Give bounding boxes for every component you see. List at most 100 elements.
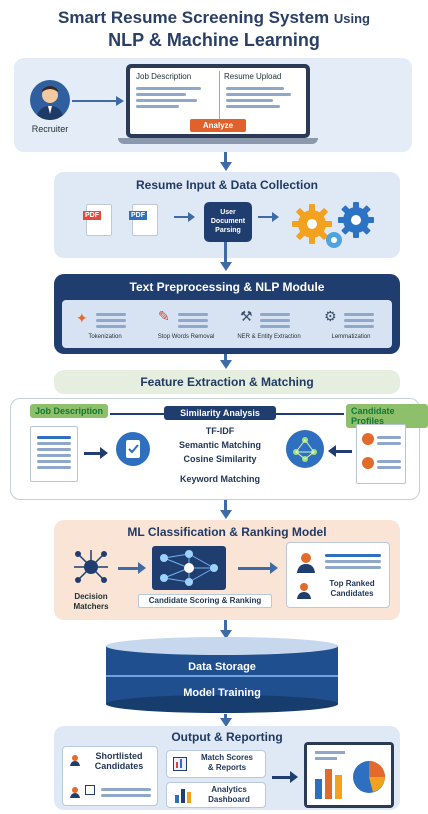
scoring-label-box: Candidate Scoring & Ranking xyxy=(138,594,272,608)
arrow-right-head-5 xyxy=(270,562,278,574)
users-icon: ⚙ xyxy=(324,308,337,324)
diagram-subtitle: NLP & Machine Learning xyxy=(108,30,320,50)
shortlisted-line1: Shortlisted xyxy=(95,751,143,761)
shortlisted-line2: Candidates xyxy=(94,761,144,771)
arrow-right-head-4 xyxy=(138,562,146,574)
decision-line1: Decision xyxy=(74,592,108,601)
arrow-right-icon xyxy=(174,216,190,218)
tab-job-description[interactable]: Job Description xyxy=(136,72,192,81)
resume-input-header: Resume Input & Data Collection xyxy=(135,178,319,192)
laptop-base xyxy=(118,138,318,144)
model-training-label: Model Training xyxy=(183,687,261,699)
network-icon xyxy=(286,430,324,468)
analytics-label: Analytics Dashboard xyxy=(193,785,265,805)
pdf-file-icon-2: PDF xyxy=(129,204,158,236)
neural-network-box xyxy=(152,546,226,590)
arrow-right-head xyxy=(188,212,195,222)
diagram-title: Smart Resume Screening System Using xyxy=(0,8,428,28)
match-scores-label: Match Scores & Reports xyxy=(189,753,265,773)
arrow-right-icon-2 xyxy=(258,216,274,218)
analyze-button[interactable]: Analyze xyxy=(190,119,246,132)
analytics-line1: Analytics xyxy=(211,785,247,794)
person-icon-3 xyxy=(69,753,81,766)
flow-arrow-down-icon-5 xyxy=(219,630,232,639)
method-semantic: Semantic Matching xyxy=(178,440,261,450)
top-ranked-label: Top Ranked Candidates xyxy=(317,579,387,599)
recruiter-avatar-icon xyxy=(30,80,70,120)
tab-divider xyxy=(219,71,220,121)
output-header: Output & Reporting xyxy=(171,730,283,744)
parsing-line3: Parsing xyxy=(215,227,241,234)
job-document-icon xyxy=(30,426,78,482)
match-line2: & Reports xyxy=(207,763,247,772)
nlp-step-label: Tokenization xyxy=(88,334,122,340)
flow-line-2 xyxy=(224,242,227,264)
decision-matchers-label: Decision Matchers xyxy=(58,592,124,612)
arrow-left-head xyxy=(328,445,336,457)
job-text-lines xyxy=(136,84,208,111)
top-ranked-card: Top Ranked Candidates xyxy=(286,542,390,608)
person-icon-4 xyxy=(69,785,81,798)
checkbox-icon xyxy=(85,785,95,795)
tab-resume-upload[interactable]: Resume Upload xyxy=(224,72,282,81)
nlp-header: Text Preprocessing & NLP Module xyxy=(129,280,325,294)
pdf-badge: PDF xyxy=(83,211,101,220)
title-using: Using xyxy=(333,11,371,26)
top-line1: Top Ranked xyxy=(329,579,375,588)
arrow-right-head-6 xyxy=(290,771,298,783)
arrow-left-icon xyxy=(336,450,352,453)
flow-line-6 xyxy=(224,714,227,720)
method-cosine: Cosine Similarity xyxy=(183,454,257,464)
person-icon xyxy=(295,551,317,573)
flow-arrow-down-icon xyxy=(219,162,232,171)
similarity-line-right xyxy=(276,413,344,415)
pdf-badge-2: PDF xyxy=(129,211,147,220)
flow-arrow-down-icon-6 xyxy=(219,718,232,727)
match-line1: Match Scores xyxy=(200,753,254,762)
shortlisted-label: Shortlisted Candidates xyxy=(83,751,155,771)
arrow-right-head-2 xyxy=(272,212,279,222)
flow-line xyxy=(224,152,227,164)
feature-header-band xyxy=(54,370,400,394)
dashboard-monitor-icon xyxy=(304,742,394,808)
nlp-step-stopwords: ✎ Stop Words Removal xyxy=(146,304,226,344)
recruiter-label: Recruiter xyxy=(31,124,69,134)
connector-line xyxy=(72,100,118,102)
nlp-step-label-2: Stop Words Removal xyxy=(157,334,215,340)
candidate-avatar-icon xyxy=(362,433,374,445)
match-scores-card: Match Scores & Reports xyxy=(166,750,266,778)
feature-header: Feature Extraction & Matching xyxy=(140,375,314,389)
connector-arrowhead xyxy=(116,96,124,106)
title-main: Smart Resume Screening System xyxy=(57,8,330,27)
pdf-file-icon: PDF xyxy=(83,204,112,236)
method-keyword: Keyword Matching xyxy=(179,474,260,484)
clipboard-check-icon xyxy=(116,432,150,466)
analytics-dashboard-card: Analytics Dashboard xyxy=(166,782,266,808)
nlp-step-ner: ⚒ NER & Entity Extraction xyxy=(228,304,310,344)
nlp-steps-row xyxy=(62,300,392,348)
similarity-analysis-bar: Similarity Analysis xyxy=(164,406,276,420)
shortlisted-card: Shortlisted Candidates xyxy=(62,746,158,806)
sparkle-icon: ✦ xyxy=(76,310,88,326)
candidate-profiles-card xyxy=(356,424,406,484)
method-tfidf: TF-IDF xyxy=(205,426,235,436)
bar-chart-icon xyxy=(175,789,191,803)
parsing-line1: User xyxy=(220,209,236,216)
top-line2: Candidates xyxy=(330,589,374,598)
arrow-right-icon-5 xyxy=(238,567,272,570)
parsing-line2: Document xyxy=(210,218,246,225)
decision-line2: Matchers xyxy=(73,602,109,611)
arrow-right-icon-6 xyxy=(272,776,292,779)
person-icon-2 xyxy=(295,581,313,599)
flow-arrow-down-icon-3 xyxy=(219,360,232,369)
decision-tree-icon xyxy=(70,546,112,588)
document-parsing-box: User Document Parsing xyxy=(204,202,252,242)
report-icon xyxy=(173,757,187,771)
flow-arrow-down-icon-2 xyxy=(219,262,232,271)
nlp-step-tokenization: ✦ Tokenization xyxy=(66,304,144,344)
flow-arrow-down-icon-4 xyxy=(219,510,232,519)
nlp-step-lemmatization: ⚙ Lemmatization xyxy=(312,304,390,344)
arrow-right-icon-4 xyxy=(118,567,140,570)
gears-icon xyxy=(284,196,384,252)
ml-header: ML Classification & Ranking Model xyxy=(127,525,327,539)
